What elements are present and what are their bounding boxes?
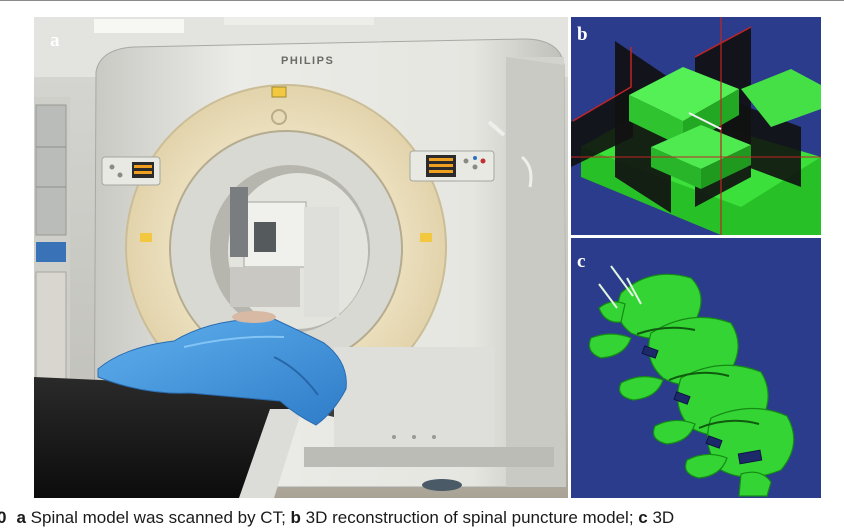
ct-scanner-illustration: PHILIPS [34, 17, 568, 498]
scanner-brand-text: PHILIPS [281, 55, 334, 67]
spine-render [571, 238, 821, 498]
panel-label-b: b [577, 24, 588, 45]
top-rule [0, 0, 844, 1]
caption-text-a: Spinal model was scanned by CT; [25, 508, 291, 527]
caption-text-b: 3D reconstruction of spinal puncture mod… [300, 508, 639, 527]
caption-label-a: a [16, 508, 26, 527]
panel-a-ct-scanner-photo: PHILIPS [34, 17, 568, 498]
caption-text-c: 3D [647, 508, 675, 527]
caption-label-c: c [638, 508, 648, 527]
panel-c-3d-spine-model: c [571, 238, 821, 498]
caption-figure-number: 0 [0, 508, 7, 527]
panel-b-3d-reconstruction: b [571, 17, 821, 235]
figure: PHILIPS [34, 17, 821, 498]
caption-label-b: b [290, 508, 301, 527]
reconstruction-render [571, 17, 821, 235]
panel-label-c: c [577, 251, 586, 272]
panel-label-a: a [50, 30, 60, 51]
